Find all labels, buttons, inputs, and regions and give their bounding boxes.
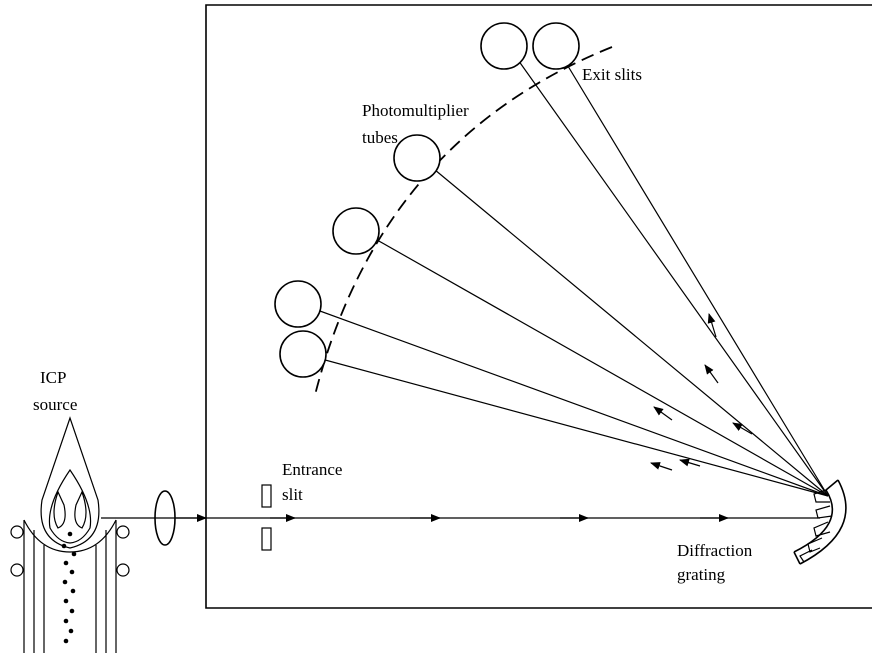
label-exit-slits: Exit slits [582,65,642,84]
label-entrance-line1: Entrance [282,460,342,479]
grating-cap-bottom [793,551,801,565]
ray-to-tube-5 [297,302,829,497]
entrance-slit [261,484,272,551]
ray-to-tube-1 [505,42,829,497]
arrow-on-ray-6 [679,458,701,467]
plasma-right-lobe [74,490,87,529]
label-diffraction-line1: Diffraction [677,541,753,560]
diffraction-grating [793,479,847,565]
photomultiplier-tube-1 [480,22,528,70]
rf-coil-turn-right-upper [116,525,130,539]
grating-inner-arc [793,489,834,553]
ray-to-tube-2 [553,42,829,497]
rowland-circle-dashed-arc [314,46,613,396]
ray-to-tube-3 [416,154,829,497]
ray-to-tube-4 [355,227,829,497]
photomultiplier-tube-3 [393,134,441,182]
rf-coil-turn-left-lower [10,563,24,577]
torch-rim [23,519,117,553]
label-icp-line1: ICP [40,368,66,387]
photomultiplier-tubes [274,22,580,378]
grating-cap-top [825,479,839,491]
photomultiplier-tube-5 [274,280,322,328]
entrance-slit-upper-jaw [261,484,272,508]
grating-outer-arc [799,479,847,565]
focusing-lens [154,490,176,546]
photomultiplier-tube-6 [279,330,327,378]
rf-coil-turn-left-upper [10,525,24,539]
entrance-slit-lower-jaw [261,527,272,551]
label-photomultiplier-line1: Photomultiplier [362,101,469,120]
photomultiplier-tube-4 [332,207,380,255]
label-entrance-line2: slit [282,485,303,504]
arrow-on-ray-4 [732,422,753,435]
rf-coil-turn-right-lower [116,563,130,577]
plasma-inner-contour [48,468,92,544]
label-diffraction-line2: grating [677,565,726,584]
icp-torch [10,416,130,653]
sample-aerosol-dots [61,531,77,644]
spectrometer-housing [205,4,872,609]
optical-rays [101,42,829,522]
photomultiplier-tube-2 [532,22,580,70]
arrow-on-ray-2 [707,313,717,338]
arrow-on-ray-5 [650,462,673,471]
ray-to-tube-6 [302,353,829,497]
arrow-on-ray-1a [704,364,719,384]
plasma-flame-outline [40,416,100,549]
label-photomultiplier-line2: tubes [362,128,398,147]
plasma-left-lobe [53,490,66,529]
label-icp-line2: source [33,395,77,414]
arrow-on-ray-3 [653,406,673,421]
grating-teeth [799,489,833,563]
